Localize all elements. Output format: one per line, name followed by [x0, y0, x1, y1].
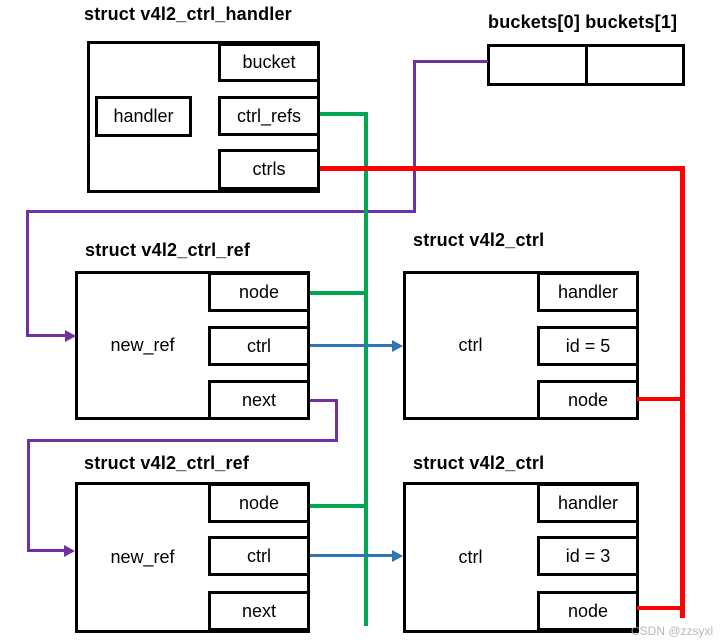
watermark: CSDN @zzsyxl: [631, 624, 714, 638]
ref2-ctrl-arrowhead-icon: [392, 550, 403, 562]
ref-1-name: new_ref: [110, 335, 175, 355]
ref1-node-link-seg: [310, 291, 368, 295]
buckets-to-ref1-pointer-seg3: [26, 210, 416, 213]
ref-1-field-node: node: [208, 272, 310, 312]
buckets-to-ref1-pointer-seg2: [413, 60, 416, 213]
ref-struct-1-title: struct v4l2_ctrl_ref: [85, 240, 251, 260]
ref-struct-2-title: struct v4l2_ctrl_ref: [84, 453, 250, 473]
handler-field-bucket: bucket: [218, 43, 320, 82]
buckets-array-title: buckets[0] buckets[1]: [488, 12, 678, 32]
ref-1-field-ctrl: ctrl: [208, 326, 310, 366]
ctrl-2-field-handler: handler: [537, 483, 639, 523]
handler-field-ctrl-refs: ctrl_refs: [218, 96, 320, 136]
next-to-ref2-pointer-seg3: [27, 439, 338, 442]
ref-2-field-node: node: [208, 483, 310, 523]
ctrl-1-name: ctrl: [458, 335, 483, 355]
buckets-to-ref1-pointer-seg5: [26, 334, 66, 337]
buckets-0-cell: [490, 47, 588, 83]
ctrl-1-field-handler: handler: [537, 272, 639, 312]
ctrl-2-field-node: node: [537, 591, 639, 631]
ref2-ctrl-pointer-seg: [310, 554, 392, 557]
ctrls-list-link-seg2: [680, 166, 685, 618]
next-to-ref2-pointer-seg2: [335, 399, 338, 442]
next-to-ref2-pointer-seg5: [27, 549, 65, 552]
ref-2-field-ctrl: ctrl: [208, 536, 310, 576]
ctrl-struct-2-title: struct v4l2_ctrl: [413, 453, 545, 473]
buckets-array-box: [487, 44, 685, 86]
ref2-node-link-seg: [310, 504, 368, 508]
ctrl-2-field-id: id = 3: [537, 536, 639, 576]
ctrl-1-field-id: id = 5: [537, 326, 639, 366]
next-to-ref2-pointer-seg1: [310, 399, 338, 402]
ctrls-list-link-seg1: [320, 166, 685, 171]
ref1-ctrl-pointer-seg: [310, 344, 392, 347]
buckets-to-ref1-pointer-seg4: [26, 210, 29, 336]
next-to-ref2-arrowhead-icon: [64, 545, 75, 557]
ctrl-struct-1-title: struct v4l2_ctrl: [413, 230, 545, 250]
ref-2-name: new_ref: [110, 547, 175, 567]
handler-field-handler: handler: [95, 96, 192, 137]
buckets-to-ref1-pointer-seg1: [413, 60, 488, 63]
next-to-ref2-pointer-seg4: [27, 439, 30, 551]
ref-2-field-next: next: [208, 591, 310, 631]
buckets-1-cell: [588, 47, 682, 83]
handler-struct-title: struct v4l2_ctrl_handler: [84, 4, 292, 24]
handler-field-ctrls: ctrls: [218, 149, 320, 190]
ctrl-2-name: ctrl: [458, 547, 483, 567]
ref1-ctrl-arrowhead-icon: [392, 340, 403, 352]
buckets-to-ref1-arrowhead-icon: [65, 330, 76, 342]
ctrl1-node-link-seg: [637, 397, 680, 401]
ctrl2-node-link-seg: [637, 606, 680, 610]
ctrl-refs-list-link-seg2: [364, 112, 368, 626]
ctrl-refs-list-link-seg1: [320, 112, 368, 116]
ctrl-1-field-node: node: [537, 380, 639, 420]
ref-1-field-next: next: [208, 380, 310, 420]
